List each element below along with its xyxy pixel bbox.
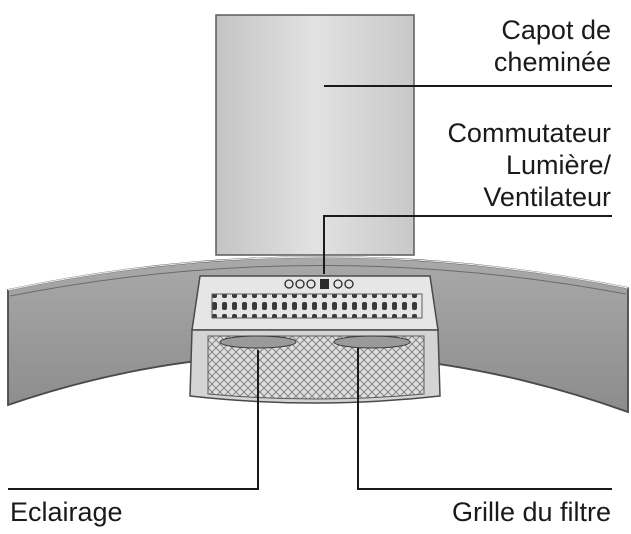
filter-label: Grille du filtre	[451, 497, 611, 527]
switch-label-line2: Lumière/	[505, 150, 611, 180]
chimney-cover	[215, 14, 415, 256]
lighting-label: Eclairage	[10, 497, 123, 527]
chimney-label-line1: Capot de	[501, 15, 611, 45]
switch-label-line3: Ventilateur	[483, 182, 611, 212]
light-left-icon	[219, 335, 297, 349]
control-panel	[284, 279, 354, 289]
light-right-icon	[333, 335, 411, 349]
chimney-cover-label: Capot de cheminée	[494, 14, 611, 78]
hood-body	[189, 275, 441, 404]
switch-label: Commutateur Lumière/ Ventilateur	[447, 117, 611, 213]
chimney-label-line2: cheminée	[493, 47, 611, 77]
leader-lines	[8, 85, 612, 490]
switch-label-line1: Commutateur	[447, 118, 611, 148]
